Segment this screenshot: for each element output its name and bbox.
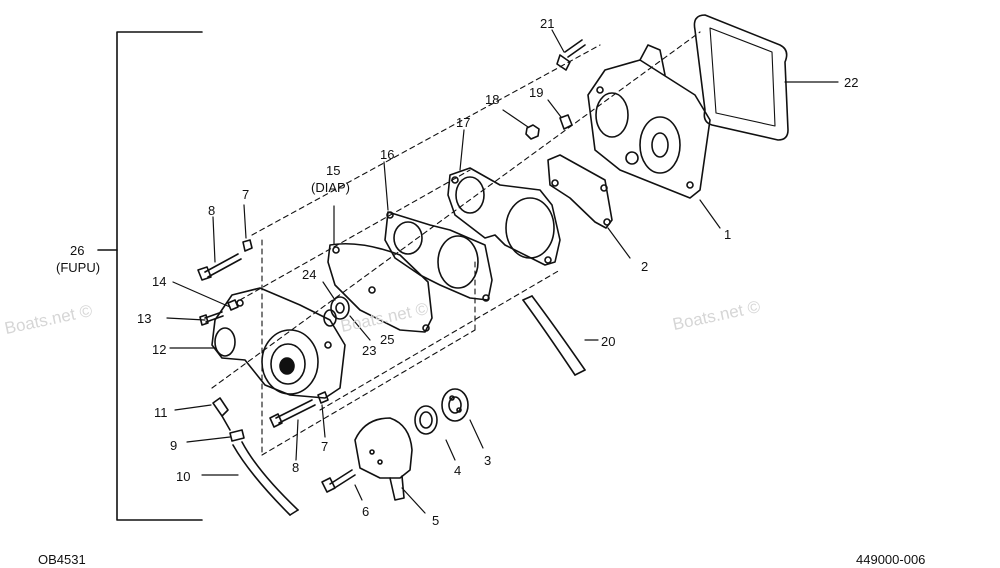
callout-10: 10: [176, 469, 191, 484]
washer-14: [227, 299, 239, 311]
callout-22: 22: [844, 75, 859, 90]
gasket-16: [384, 211, 493, 302]
callout-8-lower: 8: [292, 460, 300, 475]
screw-13: [199, 311, 224, 326]
callout-25: 25: [380, 332, 395, 347]
callout-7-lower: 7: [321, 439, 329, 454]
callout-6: 6: [362, 504, 370, 519]
callout-2: 2: [641, 259, 649, 274]
callout-23: 23: [362, 343, 377, 358]
callout-5: 5: [432, 513, 440, 528]
callout-26: 26: [70, 243, 85, 258]
callout-15-sub: (DIAP): [311, 180, 350, 195]
washer-7-lower: [317, 391, 329, 404]
callout-26-sub: (FUPU): [56, 260, 101, 275]
callout-8-upper: 8: [208, 203, 216, 218]
diagram-code-right: 449000-006: [856, 552, 926, 567]
filter-cup-5: [354, 417, 413, 501]
callout-20: 20: [601, 334, 616, 349]
callout-21: 21: [540, 16, 555, 31]
pump-body-12: [211, 287, 346, 399]
callout-4: 4: [454, 463, 462, 478]
fitting-11: [212, 397, 231, 431]
callout-17: 17: [456, 115, 471, 130]
callout-19: 19: [529, 85, 544, 100]
callout-16: 16: [380, 147, 395, 162]
assembly-bracket: [116, 31, 203, 521]
callout-18: 18: [485, 92, 500, 107]
gasket-4: [414, 405, 438, 435]
alignment-lines: [211, 31, 701, 456]
callout-1: 1: [724, 227, 732, 242]
gasket-22: [693, 14, 789, 141]
callout-14: 14: [152, 274, 167, 289]
screw-8-upper: [197, 253, 242, 281]
housing-17: [447, 167, 561, 266]
callout-11: 11: [154, 405, 168, 420]
callout-13: 13: [137, 311, 152, 326]
filter-screen-3: [441, 388, 469, 422]
plate-2: [547, 154, 613, 229]
callout-15: 15: [326, 163, 341, 178]
nut-18: [525, 124, 540, 140]
clamp-9: [229, 429, 245, 442]
washer-7-upper: [242, 239, 253, 252]
pump-cover-1: [587, 44, 711, 199]
diaphragm-15: [327, 242, 433, 333]
o-ring-24: [323, 296, 350, 327]
leader-lines: [166, 29, 839, 514]
callout-3: 3: [484, 453, 492, 468]
hose-10: [232, 441, 299, 516]
plug-19: [559, 114, 573, 130]
hose-20: [522, 295, 586, 376]
diagram-code-left: OB4531: [38, 552, 86, 567]
screw-21: [556, 39, 586, 71]
callout-24: 24: [302, 267, 317, 282]
callout-12: 12: [152, 342, 167, 357]
callout-7-upper: 7: [242, 187, 250, 202]
screw-6: [321, 469, 356, 493]
screw-8-lower: [269, 399, 316, 428]
callout-9: 9: [170, 438, 178, 453]
